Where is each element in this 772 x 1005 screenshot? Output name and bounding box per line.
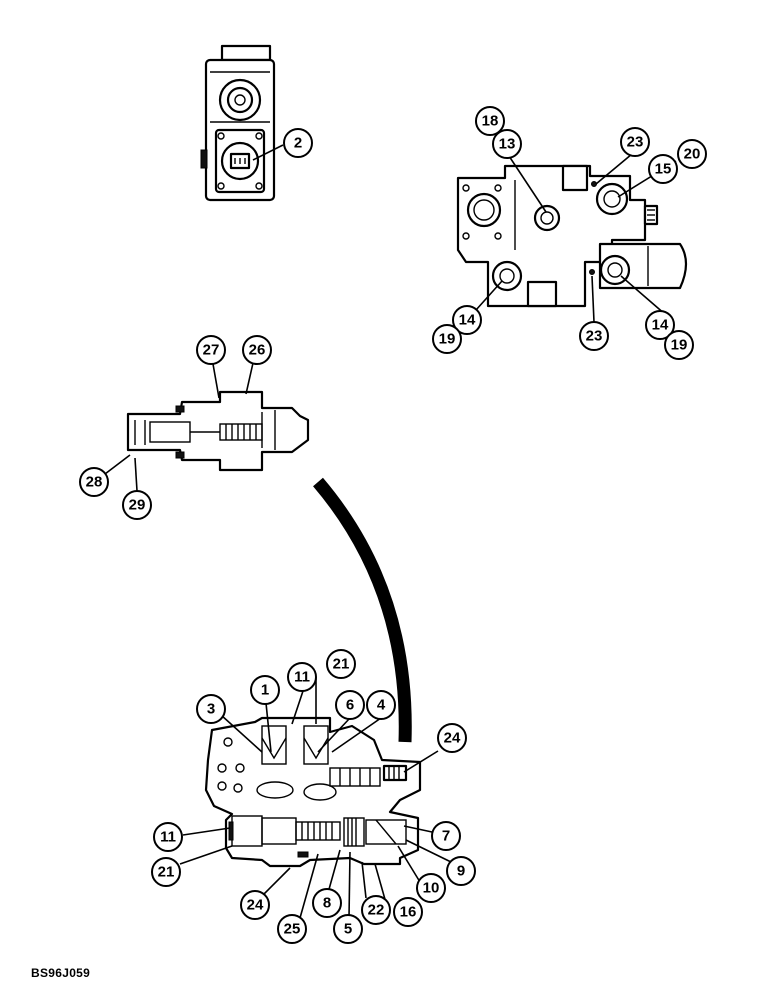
cartridge-valve	[126, 390, 310, 472]
callout-label: 6	[346, 697, 354, 714]
callout: 27	[196, 335, 226, 365]
callout-label: 27	[203, 342, 220, 359]
callout: 11	[153, 822, 183, 852]
callout: 5	[333, 914, 363, 944]
callout: 23	[579, 321, 609, 351]
callout-label: 3	[207, 701, 215, 718]
callout: 13	[492, 129, 522, 159]
callout: 2	[283, 128, 313, 158]
callout: 26	[242, 335, 272, 365]
solenoid-valve-front-view	[200, 44, 276, 202]
callout-label: 8	[323, 895, 331, 912]
callout: 22	[361, 895, 391, 925]
callout-label: 21	[333, 656, 350, 673]
callout: 7	[431, 821, 461, 851]
callout-label: 16	[400, 904, 417, 921]
callout-label: 1	[261, 682, 269, 699]
callout-label: 22	[368, 902, 385, 919]
callout: 14	[452, 305, 482, 335]
figure-code: BS96J059	[31, 966, 91, 980]
callout: 18	[475, 106, 505, 136]
callout: 11	[287, 662, 317, 692]
callout-label: 10	[423, 880, 440, 897]
callout: 23	[620, 127, 650, 157]
callout: 10	[416, 873, 446, 903]
callout-label: 2	[294, 135, 302, 152]
callout-label: 25	[284, 921, 301, 938]
callout-label: 24	[444, 730, 461, 747]
callouts: 2 18 13 23 20 15 14 19 23 14 19 27 26 28…	[79, 106, 707, 944]
callout-label: 24	[247, 897, 264, 914]
callout: 19	[664, 330, 694, 360]
callout: 14	[645, 310, 675, 340]
callout-label: 20	[684, 146, 701, 163]
callout: 24	[437, 723, 467, 753]
callout-label: 29	[129, 497, 146, 514]
callout: 21	[151, 857, 181, 887]
callout: 15	[648, 154, 678, 184]
callout-label: 14	[459, 312, 476, 329]
valve-body-top-view	[456, 164, 688, 308]
callout: 9	[446, 856, 476, 886]
leader-lines	[104, 144, 677, 919]
callout-label: 19	[671, 337, 688, 354]
callout-label: 28	[86, 474, 103, 491]
callout: 1	[250, 675, 280, 705]
callout-label: 4	[377, 697, 386, 714]
callout: 24	[240, 890, 270, 920]
callout-label: 9	[457, 863, 465, 880]
callout: 8	[312, 888, 342, 918]
callout-label: 13	[499, 136, 516, 153]
callout-label: 11	[160, 829, 176, 846]
callout-label: 14	[652, 317, 669, 334]
callout-label: 23	[586, 328, 603, 345]
callout-label: 19	[439, 331, 456, 348]
callout-label: 15	[655, 161, 672, 178]
callout-label: 7	[442, 828, 450, 845]
callout: 29	[122, 490, 152, 520]
callout-label: 11	[294, 669, 310, 686]
callout-label: 23	[627, 134, 644, 151]
callout: 16	[393, 897, 423, 927]
callout-label: 18	[482, 113, 499, 130]
callout: 4	[366, 690, 396, 720]
callout-label: 5	[344, 921, 352, 938]
callout: 3	[196, 694, 226, 724]
callout: 20	[677, 139, 707, 169]
callout-label: 26	[249, 342, 266, 359]
callout: 25	[277, 914, 307, 944]
callout: 19	[432, 324, 462, 354]
callout: 28	[79, 467, 109, 497]
callout: 21	[326, 649, 356, 679]
assembly-arrow	[313, 477, 412, 743]
callout: 6	[335, 690, 365, 720]
valve-assembly-section	[204, 716, 422, 868]
callout-label: 21	[158, 864, 175, 881]
